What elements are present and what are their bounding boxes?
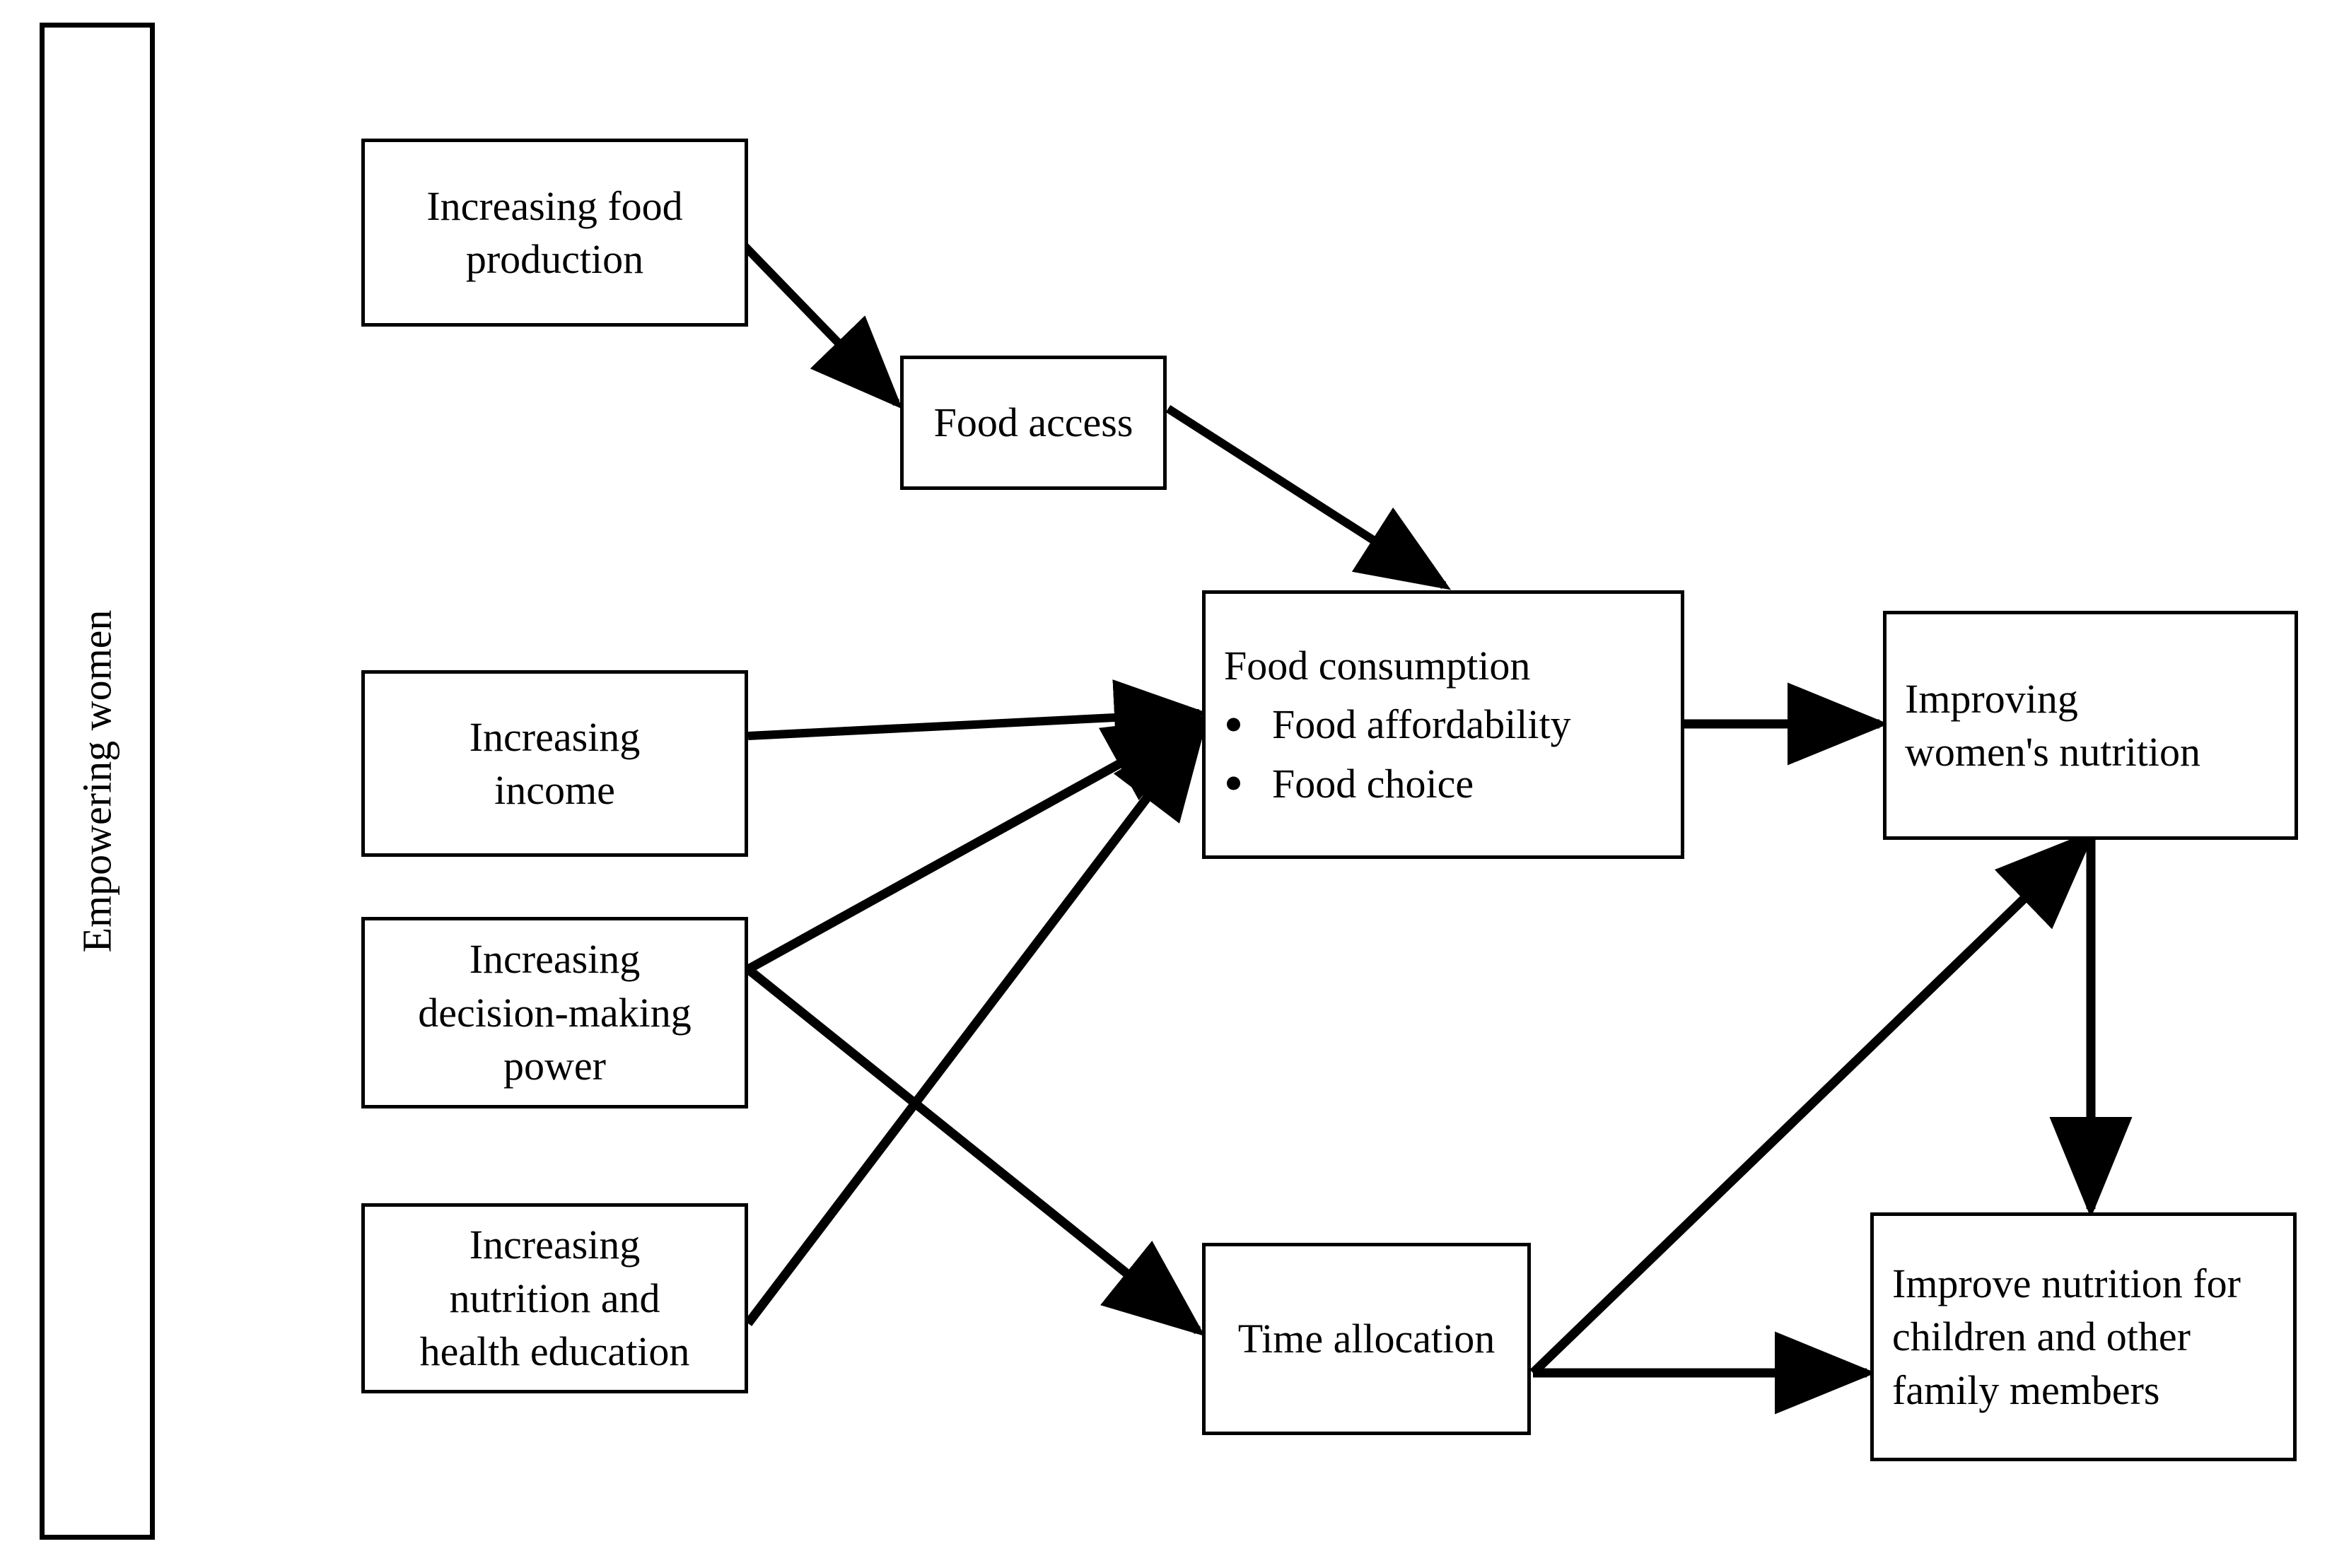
edge-income-to-food-consumption: [747, 679, 1208, 756]
edge-nutrition-education-to-food-consumption: [744, 718, 1208, 1326]
node-label: Increasing nutrition and health educatio…: [419, 1222, 690, 1375]
node-time-allocation[interactable]: Time allocation: [1202, 1243, 1531, 1435]
edge-food-access-to-food-consumption: [1165, 404, 1452, 590]
node-food-access[interactable]: Food access: [900, 356, 1167, 490]
food-consumption-bullet-list: Food affordability Food choice: [1224, 697, 1681, 810]
node-increasing-nutrition-health-education[interactable]: Increasing nutrition and health educatio…: [361, 1203, 748, 1393]
node-increasing-decision-making-power[interactable]: Increasing decision-making power: [361, 917, 748, 1108]
list-item: Food choice: [1224, 756, 1681, 811]
node-increasing-income[interactable]: Increasing income: [361, 670, 748, 857]
node-label: Increasing decision-making power: [418, 936, 692, 1089]
node-food-consumption[interactable]: Food consumption Food affordability Food…: [1202, 590, 1684, 859]
edge-decision-power-to-time-allocation: [745, 965, 1206, 1337]
empowering-women-banner: Empowering women: [40, 23, 155, 1540]
food-consumption-body: Food consumption Food affordability Food…: [1224, 638, 1681, 810]
node-label: Food access: [933, 399, 1133, 446]
node-improve-family-nutrition[interactable]: Improve nutrition for children and other…: [1870, 1212, 2297, 1461]
node-improving-womens-nutrition[interactable]: Improving women's nutrition: [1883, 611, 2298, 840]
node-label: Increasing food production: [426, 182, 683, 282]
edge-food-production-to-food-access: [722, 223, 903, 409]
edge-decision-power-to-food-consumption: [745, 715, 1208, 973]
node-label: Improve nutrition for children and other…: [1892, 1260, 2241, 1413]
food-consumption-title: Food consumption: [1224, 643, 1531, 689]
node-increasing-food-production[interactable]: Increasing food production: [361, 139, 748, 327]
node-label: Increasing income: [469, 713, 641, 813]
list-item: Food affordability: [1224, 697, 1681, 751]
banner-label: Empowering women: [74, 609, 120, 953]
node-label: Time allocation: [1237, 1316, 1495, 1362]
node-label: Improving women's nutrition: [1905, 675, 2201, 775]
